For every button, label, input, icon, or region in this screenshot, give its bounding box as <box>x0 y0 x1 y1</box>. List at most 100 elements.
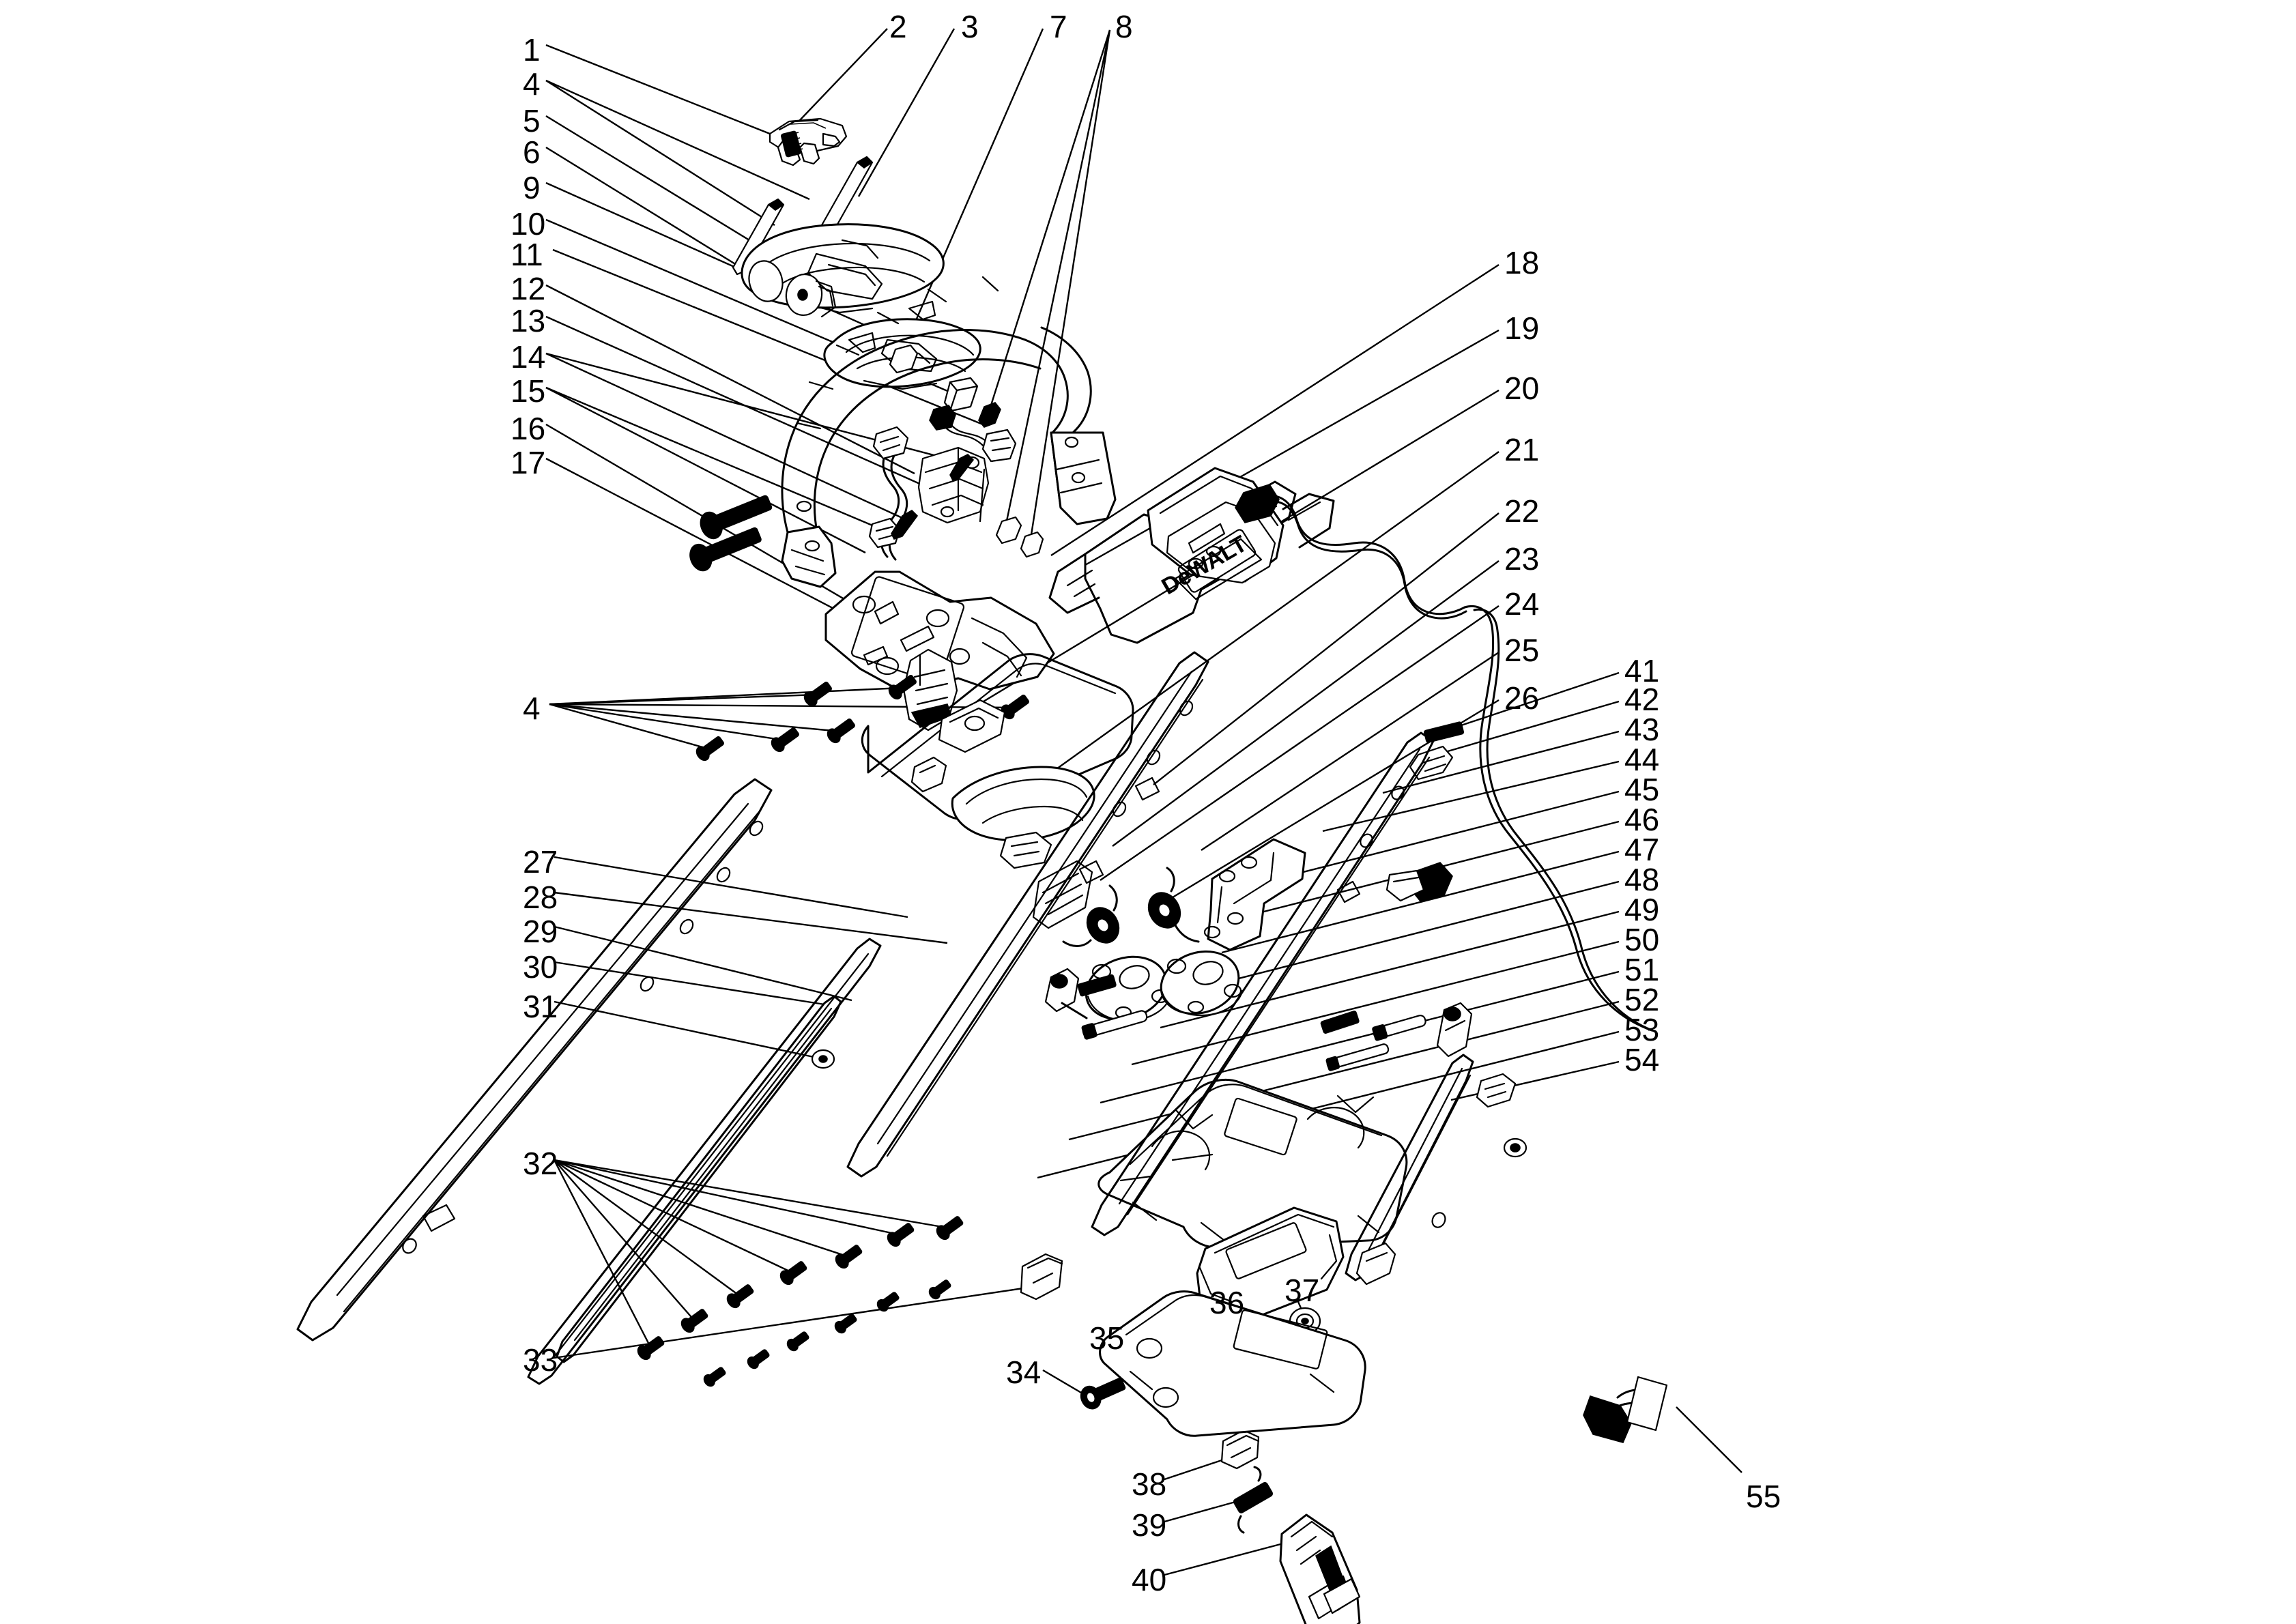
callout-number-14: 14 <box>511 339 546 375</box>
callout-number-16: 16 <box>511 411 546 446</box>
callout-number-43: 43 <box>1624 712 1660 747</box>
callout-number-11: 11 <box>511 237 543 272</box>
leader-line-12 <box>545 284 915 475</box>
callout-number-54: 54 <box>1624 1042 1660 1077</box>
leader-line-18 <box>1050 263 1499 557</box>
callout-number-52: 52 <box>1624 982 1660 1017</box>
leader-line-29 <box>554 925 852 1002</box>
callout-number-26: 26 <box>1504 680 1540 716</box>
leader-line-4h <box>549 703 711 751</box>
callout-number-4c: 4 <box>523 691 541 726</box>
leader-line-32g <box>553 1159 652 1349</box>
leader-line-32e <box>554 1159 741 1297</box>
part-33-end-cap <box>1020 1253 1063 1301</box>
leader-line-55 <box>1676 1406 1742 1473</box>
leader-line-23 <box>1112 560 1499 847</box>
leader-line-25 <box>1201 652 1499 851</box>
leader-line-32 <box>554 1159 951 1230</box>
callout-number-50: 50 <box>1624 922 1660 957</box>
callout-number-23: 23 <box>1504 541 1540 577</box>
leader-line-22 <box>1153 512 1499 785</box>
callout-number-48: 48 <box>1624 862 1660 897</box>
callout-number-45: 45 <box>1624 772 1660 807</box>
part-51-52-motor-barrel <box>1196 1206 1345 1325</box>
callout-number-37: 37 <box>1285 1273 1320 1308</box>
part-54-upper-shaft <box>1345 1054 1527 1286</box>
upper-pole-shaft <box>846 651 1209 1178</box>
callout-number-6: 6 <box>523 134 541 170</box>
part-31-washer <box>811 1049 835 1069</box>
part-5-handle-shell <box>741 223 945 314</box>
part-12-wire-harness <box>868 405 1017 561</box>
leader-line-2 <box>785 28 888 136</box>
callout-number-42: 42 <box>1624 682 1660 717</box>
leader-line-3 <box>857 28 956 197</box>
leader-line-43 <box>1382 730 1620 794</box>
part-10-clip <box>943 377 979 412</box>
callout-number-41: 41 <box>1624 653 1660 688</box>
callout-number-40: 40 <box>1132 1562 1167 1597</box>
callout-number-27: 27 <box>523 844 558 880</box>
callout-number-17: 17 <box>511 445 546 480</box>
callout-number-15: 15 <box>511 373 546 409</box>
callout-number-51: 51 <box>1624 952 1660 987</box>
part-14-screws <box>891 454 975 540</box>
part-26-hole-bracket <box>1203 838 1306 951</box>
callout-number-49: 49 <box>1624 892 1660 927</box>
leader-line-7 <box>900 28 1044 356</box>
callout-number-53: 53 <box>1624 1012 1660 1047</box>
part-6-cam-knob <box>785 273 837 318</box>
callout-number-2: 2 <box>889 9 907 44</box>
leader-line-40 <box>1164 1542 1284 1576</box>
part-4-screws-cluster <box>695 674 1029 762</box>
part-32-screws-cluster <box>637 1216 964 1387</box>
leader-line-8 <box>988 29 1111 410</box>
callout-number-35: 35 <box>1089 1320 1125 1356</box>
leader-line-50 <box>1131 940 1620 1066</box>
part-24-25-hub-cams <box>1085 950 1244 1022</box>
callout-number-44: 44 <box>1624 742 1660 777</box>
leader-line-30 <box>554 961 825 1006</box>
leader-line-15b <box>545 386 866 554</box>
callout-number-30: 30 <box>523 949 558 985</box>
part-38-clip <box>1220 1429 1260 1470</box>
callout-number-3: 3 <box>961 9 979 44</box>
callout-number-38: 38 <box>1132 1466 1167 1502</box>
part-22-23-springs-cylinder <box>1032 860 1200 947</box>
callout-number-13: 13 <box>511 303 546 338</box>
callout-number-20: 20 <box>1504 371 1540 406</box>
leader-line-38 <box>1164 1459 1222 1481</box>
callout-number-5: 5 <box>523 103 541 139</box>
leader-line-44 <box>1322 760 1620 832</box>
callout-number-19: 19 <box>1504 310 1540 346</box>
leader-line-14 <box>545 352 904 520</box>
leader-line-11 <box>552 248 984 426</box>
leader-line-32b <box>554 1159 902 1236</box>
leader-line-28 <box>554 891 948 944</box>
callout-number-22: 22 <box>1504 493 1540 529</box>
leader-line-4g <box>549 703 786 742</box>
leader-line-5 <box>545 115 787 264</box>
callout-number-33: 33 <box>523 1342 558 1378</box>
callout-number-31: 31 <box>523 989 558 1024</box>
leader-line-4d <box>549 693 818 706</box>
part-1-latch-cover <box>769 117 848 166</box>
callout-number-46: 46 <box>1624 802 1660 837</box>
part-53-lower-housing-cover <box>1099 1290 1366 1437</box>
leader-line-4 <box>545 79 775 227</box>
part-7-8-small-clips <box>889 344 1044 558</box>
callout-number-21: 21 <box>1504 432 1540 467</box>
callout-number-36: 36 <box>1209 1285 1245 1320</box>
callout-number-10: 10 <box>511 206 546 242</box>
callout-number-4: 4 <box>523 66 541 102</box>
callout-number-12: 12 <box>511 271 546 306</box>
leader-line-8c <box>1029 29 1111 540</box>
leader-line-48 <box>1190 880 1620 992</box>
callout-number-1: 1 <box>523 32 541 68</box>
callout-number-55: 55 <box>1746 1479 1781 1514</box>
part-27-28-pole-assembly <box>296 778 773 1342</box>
leader-line-4f <box>549 703 842 733</box>
part-15-bolts <box>689 495 773 572</box>
